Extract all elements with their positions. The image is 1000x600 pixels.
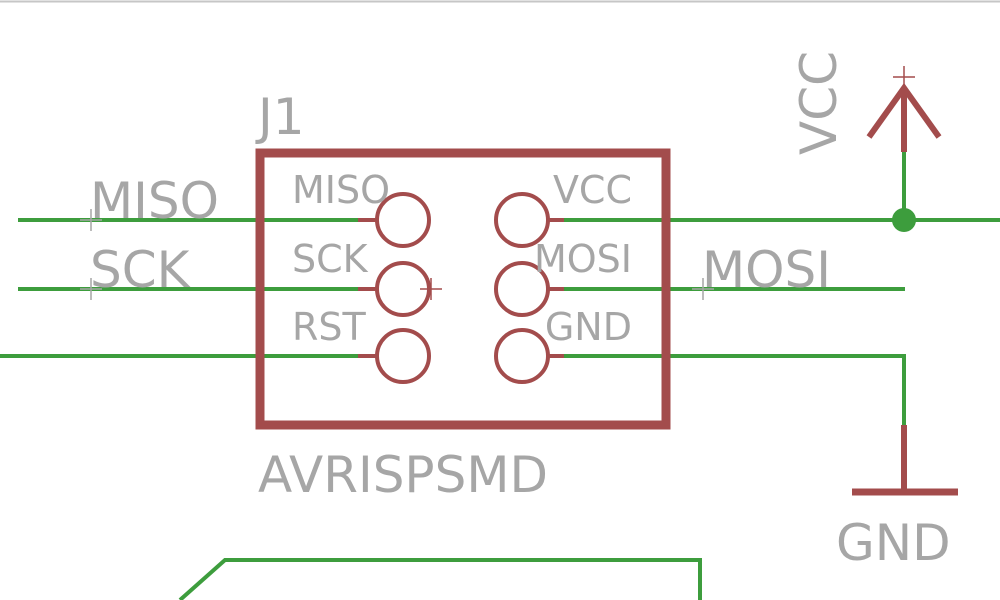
part-origin-cross bbox=[420, 278, 442, 300]
labels: J1 AVRISPSMD MISO SCK RST VCC MOSI GND M… bbox=[90, 51, 951, 572]
pin-label-miso: MISO bbox=[292, 168, 390, 212]
pin-label-mosi: MOSI bbox=[534, 237, 632, 281]
junction-dot-vcc bbox=[892, 208, 916, 232]
pin-label-sck: SCK bbox=[292, 237, 369, 281]
pad-gnd[interactable] bbox=[494, 328, 550, 384]
gnd-supply-symbol[interactable] bbox=[852, 425, 958, 496]
part-j1[interactable] bbox=[255, 148, 671, 430]
power-label-vcc[interactable]: VCC bbox=[790, 51, 848, 155]
pin-label-vcc: VCC bbox=[553, 168, 632, 212]
pin-pads bbox=[375, 192, 550, 384]
pad-vcc[interactable] bbox=[494, 192, 550, 248]
j1-body-outline bbox=[255, 148, 671, 430]
net-label-mosi[interactable]: MOSI bbox=[702, 241, 831, 299]
net-label-origins bbox=[80, 209, 714, 300]
pad-miso[interactable] bbox=[375, 192, 431, 248]
wires bbox=[0, 152, 1000, 600]
wire-bottom[interactable] bbox=[178, 558, 702, 600]
vcc-supply-symbol[interactable] bbox=[866, 66, 942, 152]
part-reference[interactable]: J1 bbox=[255, 88, 305, 146]
net-label-miso[interactable]: MISO bbox=[90, 172, 219, 230]
vcc-origin-cross bbox=[893, 66, 915, 88]
power-label-gnd[interactable]: GND bbox=[836, 514, 951, 572]
pin-stubs bbox=[358, 218, 564, 358]
pin-label-rst: RST bbox=[292, 305, 367, 349]
pad-mosi[interactable] bbox=[494, 261, 550, 317]
net-label-sck[interactable]: SCK bbox=[90, 241, 191, 299]
pad-rst[interactable] bbox=[375, 328, 431, 384]
pin-label-gnd: GND bbox=[545, 305, 632, 349]
wire-gnd[interactable] bbox=[564, 354, 906, 425]
part-value[interactable]: AVRISPSMD bbox=[258, 446, 548, 504]
